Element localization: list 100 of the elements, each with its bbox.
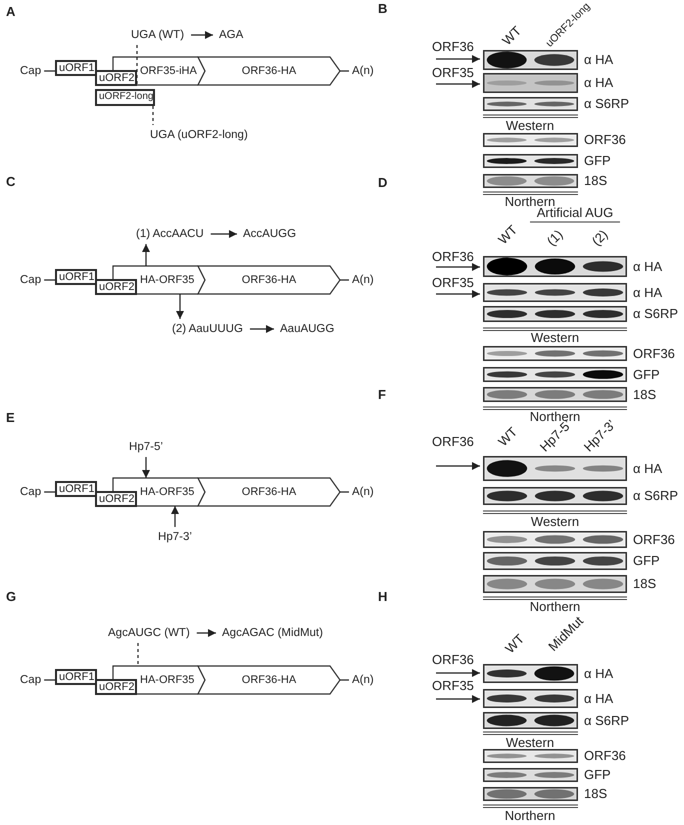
orf-box: uORF2 [95,70,137,86]
text-label: Western [530,331,580,345]
blot-label: α HA [584,692,614,706]
dashed-line [152,106,154,125]
sequence-label: A(n) [352,273,374,287]
blot-label: α HA [584,666,614,680]
connector-line [44,279,55,281]
blot-label: α HA [633,462,662,476]
blot-label: GFP [584,154,611,168]
panel-letter: E [6,411,15,425]
panel-letter: A [6,5,16,19]
lane-label: WT [496,222,520,248]
orf-label: HA-ORF35 [140,673,194,687]
protein-label: ORF36 [432,653,474,667]
picture [483,367,627,382]
orf-box: uORF2 [95,679,137,695]
connector-line [44,70,55,72]
blot-label: α HA [633,286,662,300]
arrow [176,294,184,319]
arrow [436,695,480,703]
panel-letter: F [378,388,386,402]
orf-label: ORF36-HA [242,673,296,687]
sequence-label: UGA (uORF2-long) [150,128,248,142]
connector-line [340,70,349,72]
blot-label: ORF36 [633,346,675,360]
lane-label: WT [496,424,520,450]
text-label: Western [506,119,554,133]
protein-label: ORF35 [432,66,474,80]
orf-label: HA-ORF35 [140,273,194,287]
orf-box: uORF1 [55,669,97,685]
picture [483,283,627,302]
orf-box: uORF2 [95,491,137,507]
sequence-label: Cap [20,64,42,78]
picture [483,154,578,168]
blot-label: 18S [633,577,656,591]
picture [483,768,578,782]
arrow [436,462,480,470]
protein-label: ORF35 [432,276,474,290]
sequence-label: Hp7-5’ [129,440,163,454]
sequence-label: AauAUGG [280,322,334,336]
panel-letter: G [6,590,16,604]
orf-label: ORF36-HA [242,64,296,78]
arrow [436,80,480,88]
picture [483,50,578,70]
orf-box: uORF1 [55,60,97,76]
dashed-line [137,643,139,666]
picture [483,174,578,188]
orf-box: uORF2-long [95,89,155,106]
text-label: Northern [530,600,580,614]
sequence-label: AGA [219,28,244,42]
picture [483,133,578,147]
orf-label: ORF36-HA [242,485,296,499]
orf-label: ORF36-HA [242,273,296,287]
picture [483,664,578,683]
arrow [436,669,480,677]
picture [483,456,627,481]
picture [483,306,627,322]
sequence-label: AccAUGG [243,227,296,241]
picture [483,712,578,729]
picture [483,531,627,548]
connector-line [44,679,55,681]
protein-label: ORF35 [432,679,474,693]
blot-label: GFP [633,554,660,568]
blot-label: ORF36 [633,532,675,546]
connector-line [340,679,349,681]
sequence-label: Cap [20,485,42,499]
orf-label: HA-ORF35 [140,485,194,499]
arrow [436,55,480,63]
dashed-line [136,45,138,85]
picture [483,487,627,505]
picture [483,346,627,361]
text-label: Northern [504,809,556,823]
connector-line [340,491,349,493]
sequence-label: UGA (WT) [131,28,184,42]
text-label: Artificial AUG [536,206,614,220]
blot-label: α S6RP [633,489,678,503]
picture [483,97,578,111]
panel-letter: C [6,175,16,189]
panel-letter: B [378,2,388,16]
blot-label: α S6RP [633,307,678,321]
picture [483,689,578,708]
arrow [436,290,480,298]
arrow [436,263,480,271]
blot-label: GFP [633,368,660,382]
sequence-label: (2) AauUUUG [172,322,243,336]
orf-label: ORF35-iHA [140,64,197,78]
lane-label: (2) [589,227,611,249]
blot-label: 18S [584,174,608,188]
blot-label: α S6RP [584,714,630,728]
picture [483,575,627,593]
text-label: Western [530,515,580,529]
blot-label: α HA [584,53,614,67]
lane-label: WT [502,632,528,656]
lane-label: WT [500,24,524,48]
sequence-label: Cap [20,673,42,687]
picture [483,73,578,93]
picture [483,256,627,277]
sequence-label: A(n) [352,64,374,78]
sequence-label: A(n) [352,485,374,499]
blot-label: GFP [584,768,611,782]
